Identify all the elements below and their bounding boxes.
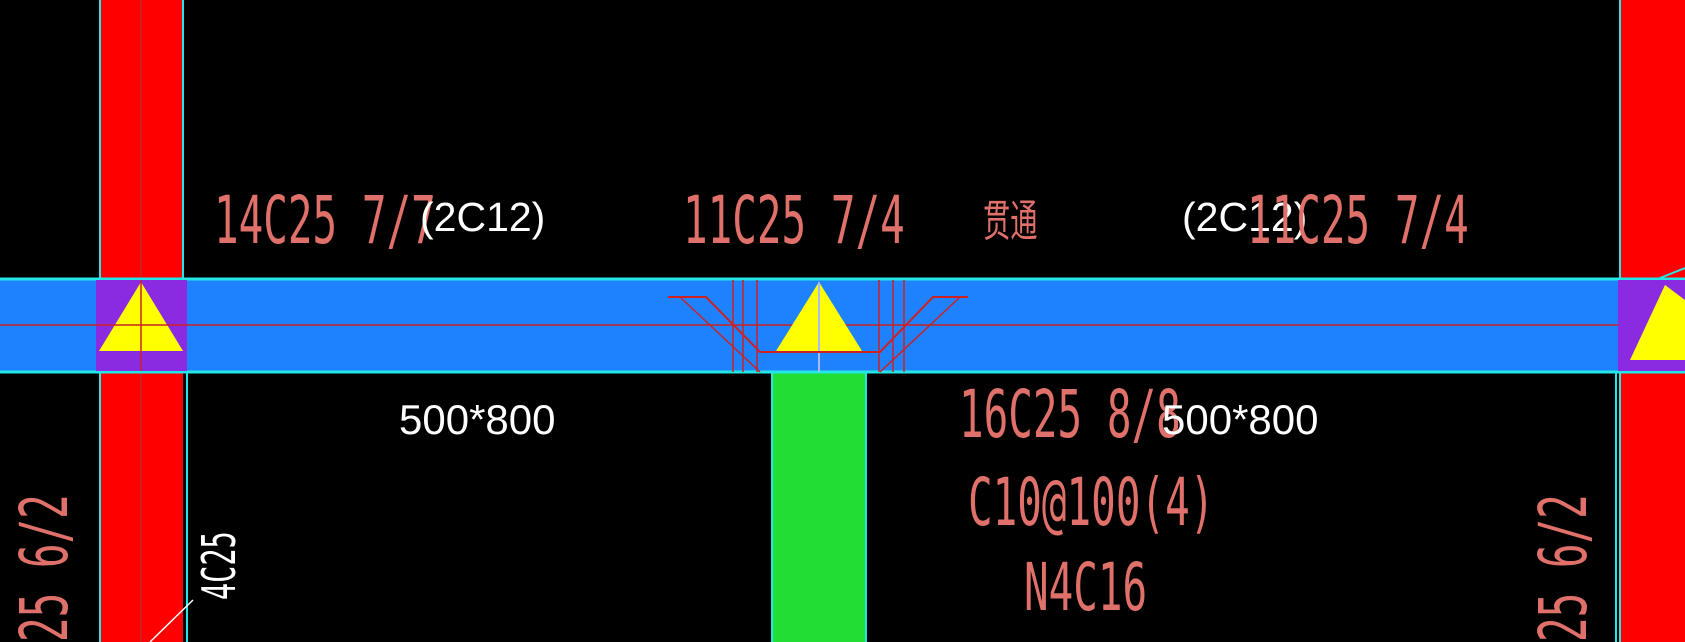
bottom-rebar-label[interactable]: 16C25 8/8 bbox=[959, 376, 1181, 453]
top-left-waist-bar-label[interactable]: (2C12) bbox=[420, 194, 546, 240]
column-rebar-left-label[interactable]: 25 6/2 bbox=[6, 494, 83, 642]
column-corner-leader bbox=[149, 599, 194, 642]
column-corner-label[interactable]: 4C25 bbox=[192, 531, 246, 600]
middle-support[interactable] bbox=[668, 280, 968, 373]
torsion-bar-label[interactable]: N4C16 bbox=[1024, 549, 1148, 626]
column-rebar-right-label[interactable]: 25 6/2 bbox=[1525, 494, 1602, 642]
top-middle-continuous-note[interactable]: 贯通 bbox=[983, 196, 1038, 247]
beam[interactable] bbox=[0, 277, 1685, 374]
beam-section-right-label[interactable]: 500*800 bbox=[1162, 396, 1319, 443]
right-support-leader bbox=[1659, 267, 1685, 279]
top-right-rebar-label[interactable]: 11C25 7/4 bbox=[1247, 182, 1469, 259]
beam-section-left-label[interactable]: 500*800 bbox=[399, 396, 556, 443]
right-support-triangle bbox=[1630, 285, 1685, 360]
right-support[interactable] bbox=[1618, 267, 1685, 371]
middle-column[interactable] bbox=[771, 372, 867, 642]
top-right-waist-bar-label[interactable]: (2C12) bbox=[1182, 194, 1308, 240]
bent-bar-outline bbox=[668, 296, 968, 353]
stirrup-label[interactable]: C10@100(4) bbox=[968, 464, 1215, 541]
bent-bar-a bbox=[679, 296, 761, 373]
top-middle-rebar-label[interactable]: 11C25 7/4 bbox=[683, 182, 905, 259]
top-left-rebar-label[interactable]: 14C25 7/7 bbox=[214, 182, 436, 259]
left-support[interactable] bbox=[96, 280, 187, 371]
middle-column-fill bbox=[772, 372, 866, 642]
